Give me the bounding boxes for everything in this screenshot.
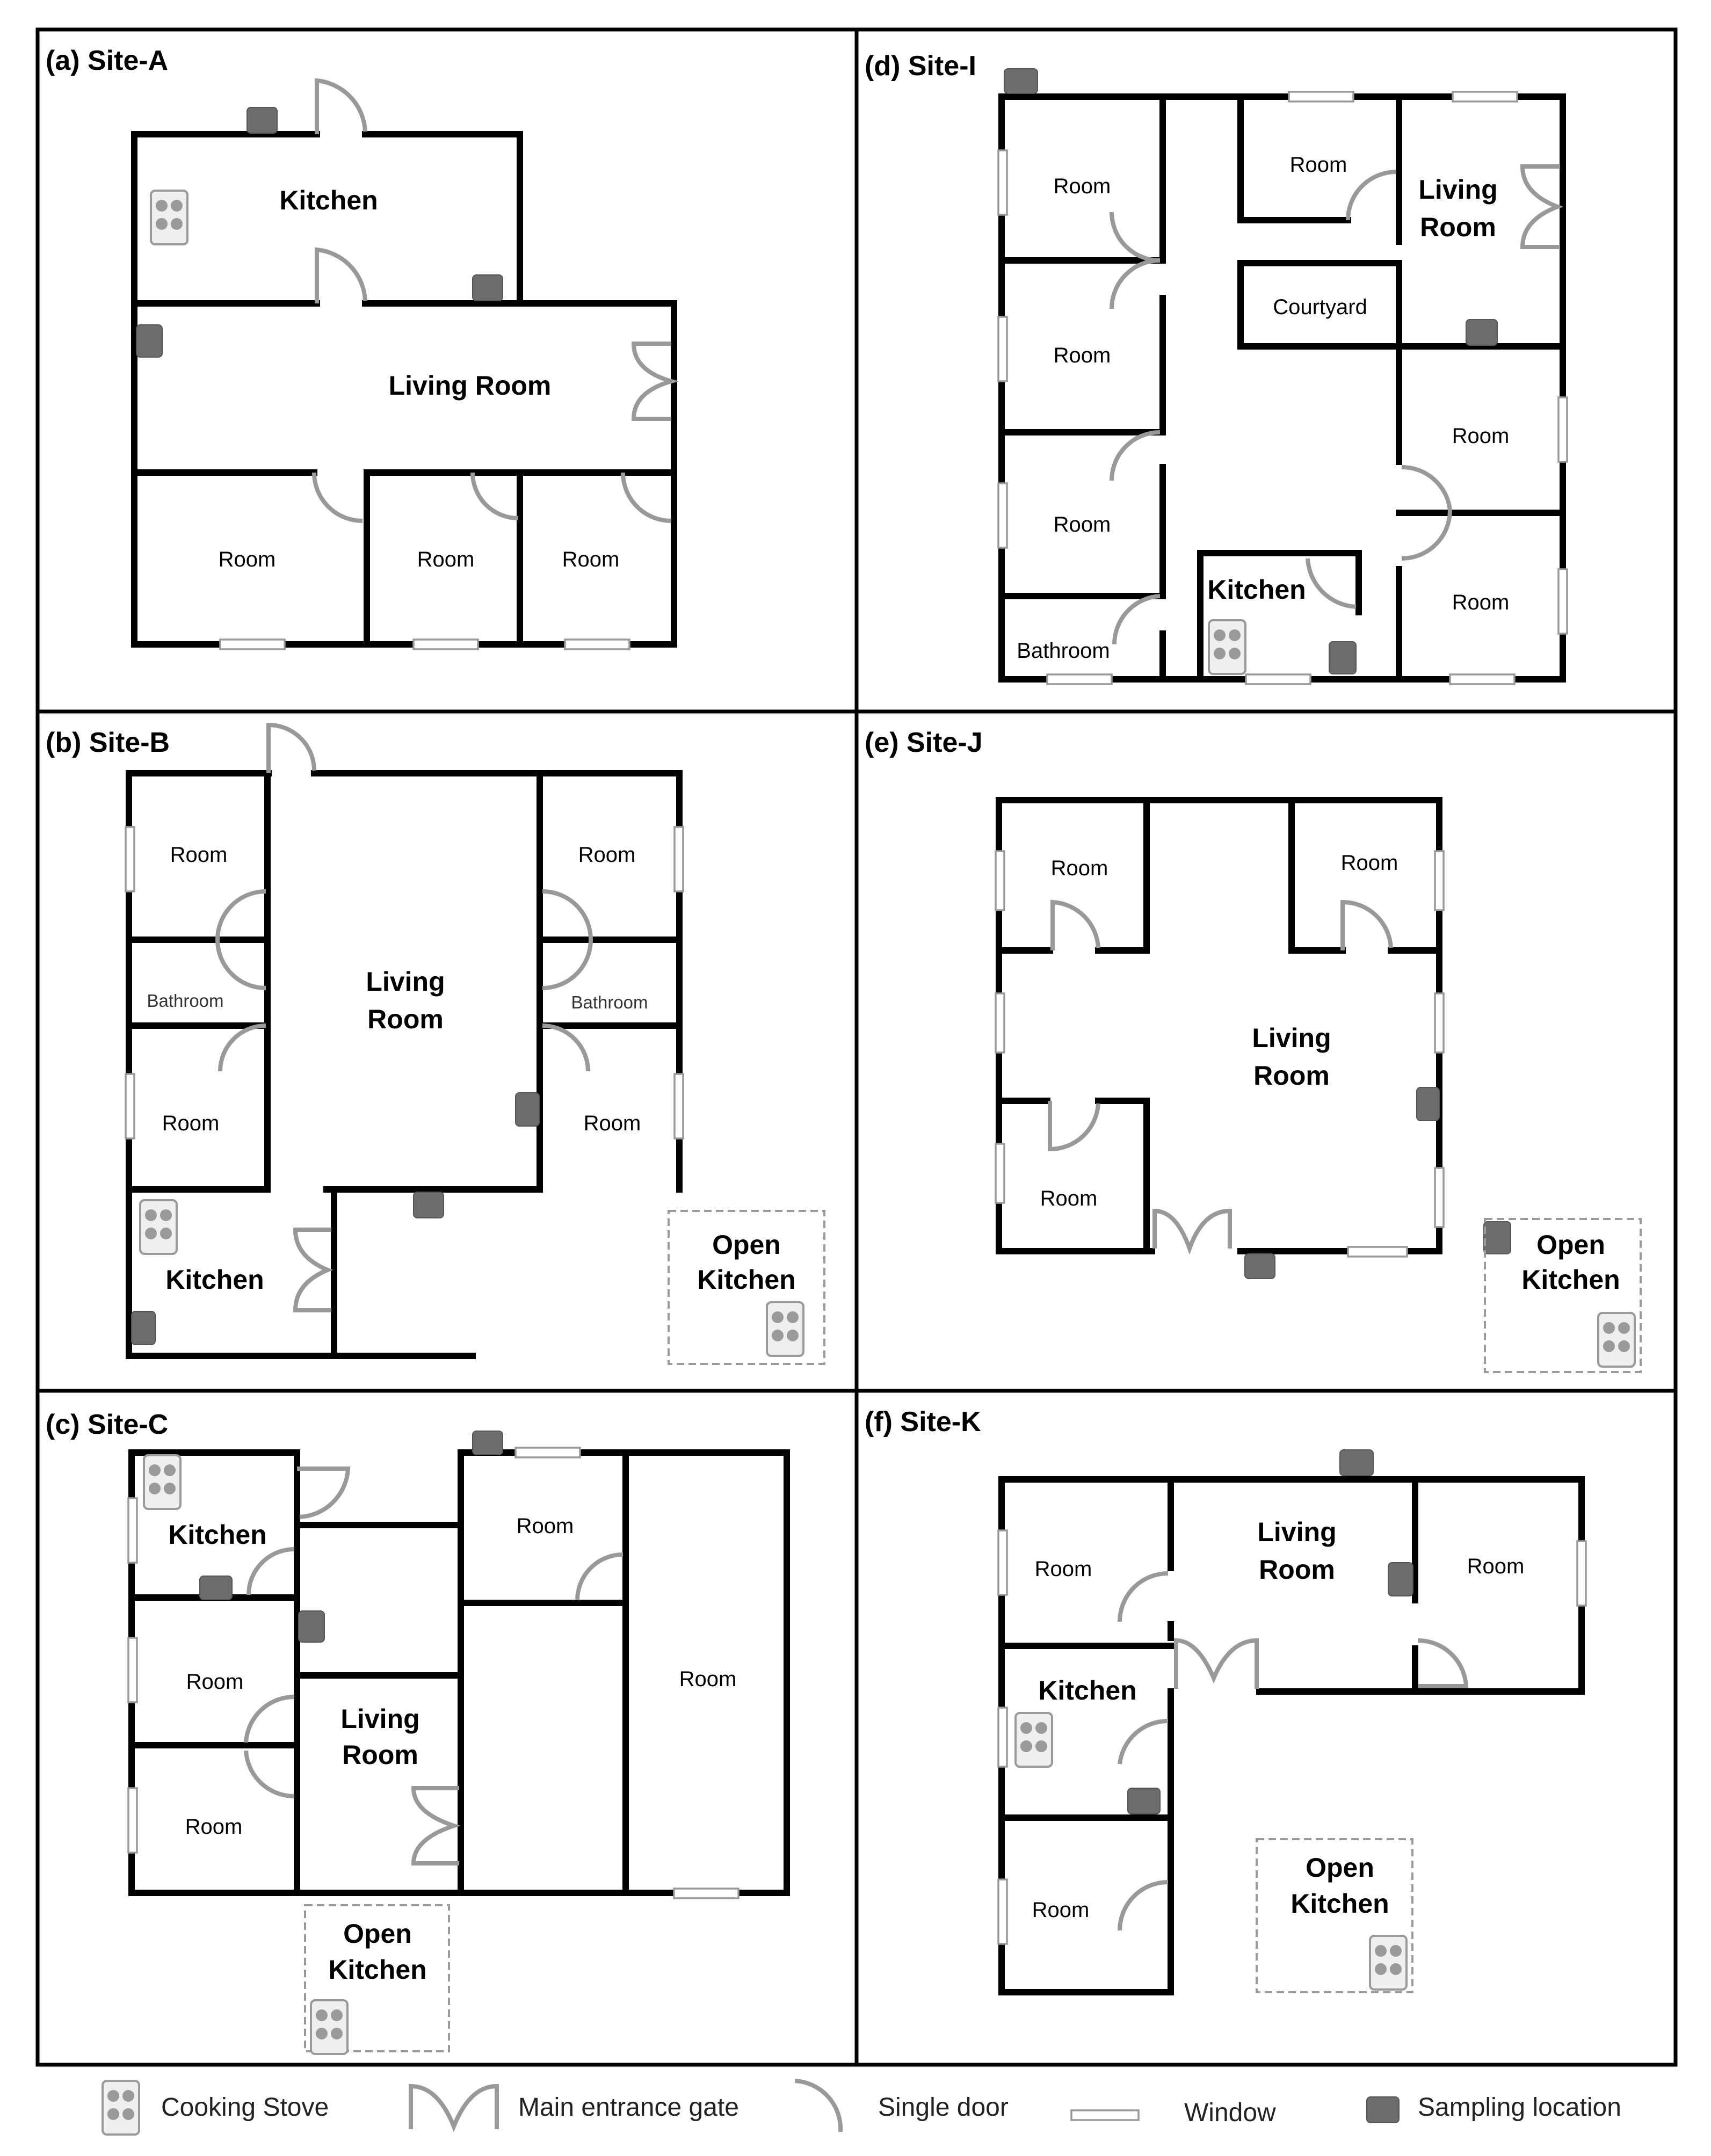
open-kitchen-label: Open	[343, 1919, 412, 1949]
panel-site-c: (c) Site-C Kitchen Room Room Room Room L…	[46, 1409, 790, 2055]
room-label: Room	[1051, 856, 1108, 880]
legend: Cooking Stove Main entrance gate Single …	[102, 2079, 1621, 2136]
room-label: Room	[1452, 591, 1510, 614]
bathroom-label: Bathroom	[571, 992, 648, 1012]
room-label: Room	[1452, 424, 1510, 448]
window-icon	[219, 638, 286, 650]
open-kitchen-label: Kitchen	[328, 1955, 426, 1985]
living-room-label: Room	[342, 1740, 418, 1770]
room-label: Room	[1054, 344, 1111, 367]
main-entrance-gate-icon	[631, 342, 679, 421]
room-label: Room	[417, 548, 475, 571]
room-label: Room	[1032, 1898, 1090, 1922]
panel-title: (b) Site-B	[46, 727, 170, 758]
courtyard-label: Courtyard	[1273, 295, 1367, 319]
room-label: Room	[517, 1514, 574, 1538]
legend-stove-label: Cooking Stove	[161, 2093, 329, 2122]
room-label: Room	[219, 548, 276, 571]
single-door-icon	[794, 2079, 843, 2132]
panel-title: (d) Site-I	[865, 50, 976, 82]
panel-site-a: (a) Site-A Kitchen Living Room Room Room…	[46, 45, 679, 650]
living-room-label: Living Room	[389, 371, 552, 401]
open-kitchen-label: Kitchen	[1291, 1889, 1389, 1919]
open-kitchen-area	[668, 1210, 825, 1365]
room-label: Room	[562, 548, 620, 571]
room-label: Room	[584, 1112, 641, 1135]
legend-window-label: Window	[1184, 2099, 1276, 2127]
panel-site-i: (d) Site-I Room Room Room Room Room Room…	[865, 50, 1568, 685]
sampling-location-icon	[1366, 2096, 1400, 2123]
panel-site-b: (b) Site-B Room Room Room Room Bathroom …	[46, 722, 825, 1365]
panel-title: (a) Site-A	[46, 45, 168, 76]
room-label: Room	[1290, 153, 1347, 177]
bathroom-label: Bathroom	[147, 991, 223, 1011]
kitchen-label: Kitchen	[168, 1520, 266, 1550]
window-icon	[1070, 2109, 1140, 2121]
living-room-label: Room	[367, 1004, 444, 1034]
living-room-label: Room	[1259, 1555, 1335, 1585]
bathroom-label: Bathroom	[1017, 639, 1110, 663]
kitchen-label: Kitchen	[165, 1265, 264, 1295]
living-room-label: Living	[1257, 1517, 1336, 1547]
room-label: Room	[679, 1667, 737, 1691]
room-label: Room	[162, 1112, 220, 1135]
cooking-stove-icon	[102, 2080, 140, 2136]
open-kitchen-label: Kitchen	[697, 1265, 795, 1295]
living-room-label: Living	[1252, 1023, 1331, 1053]
living-room-label: Living	[1418, 175, 1497, 205]
living-room-label: Living	[340, 1704, 419, 1734]
panel-title: (f) Site-K	[865, 1406, 981, 1438]
panel-site-j: (e) Site-J Room Room Room Living Room Op…	[865, 727, 1642, 1373]
legend-gate-label: Main entrance gate	[518, 2093, 739, 2122]
room-label: Room	[186, 1670, 244, 1694]
open-kitchen-label: Open	[1306, 1853, 1374, 1883]
room-label: Room	[170, 843, 228, 867]
kitchen-label: Kitchen	[279, 185, 378, 215]
room-label: Room	[1035, 1557, 1092, 1581]
open-kitchen-label: Open	[1536, 1230, 1605, 1260]
cooking-stove-icon	[150, 190, 189, 245]
main-entrance-gate-icon	[409, 2084, 499, 2132]
room-label: Room	[1040, 1187, 1098, 1210]
panel-title: (c) Site-C	[46, 1409, 168, 1440]
room-label: Room	[1054, 513, 1111, 536]
living-room-label: Living	[366, 967, 445, 997]
room-label: Room	[578, 843, 636, 867]
living-room-label: Room	[1253, 1061, 1330, 1091]
open-kitchen-label: Kitchen	[1521, 1265, 1620, 1295]
living-room-label: Room	[1420, 212, 1496, 242]
legend-door-label: Single door	[878, 2093, 1009, 2122]
room-label: Room	[1341, 851, 1398, 875]
room-label: Room	[1467, 1555, 1525, 1578]
legend-sampling-label: Sampling location	[1418, 2093, 1621, 2122]
room-label: Room	[1054, 175, 1111, 198]
panel-site-k: (f) Site-K Room Room Room Living Room Ki…	[865, 1406, 1587, 1995]
kitchen-label: Kitchen	[1038, 1675, 1136, 1705]
panel-title: (e) Site-J	[865, 727, 983, 758]
kitchen-label: Kitchen	[1207, 575, 1306, 605]
room-label: Room	[185, 1815, 243, 1839]
sampling-location-icon	[247, 107, 278, 134]
open-kitchen-label: Open	[712, 1230, 781, 1260]
